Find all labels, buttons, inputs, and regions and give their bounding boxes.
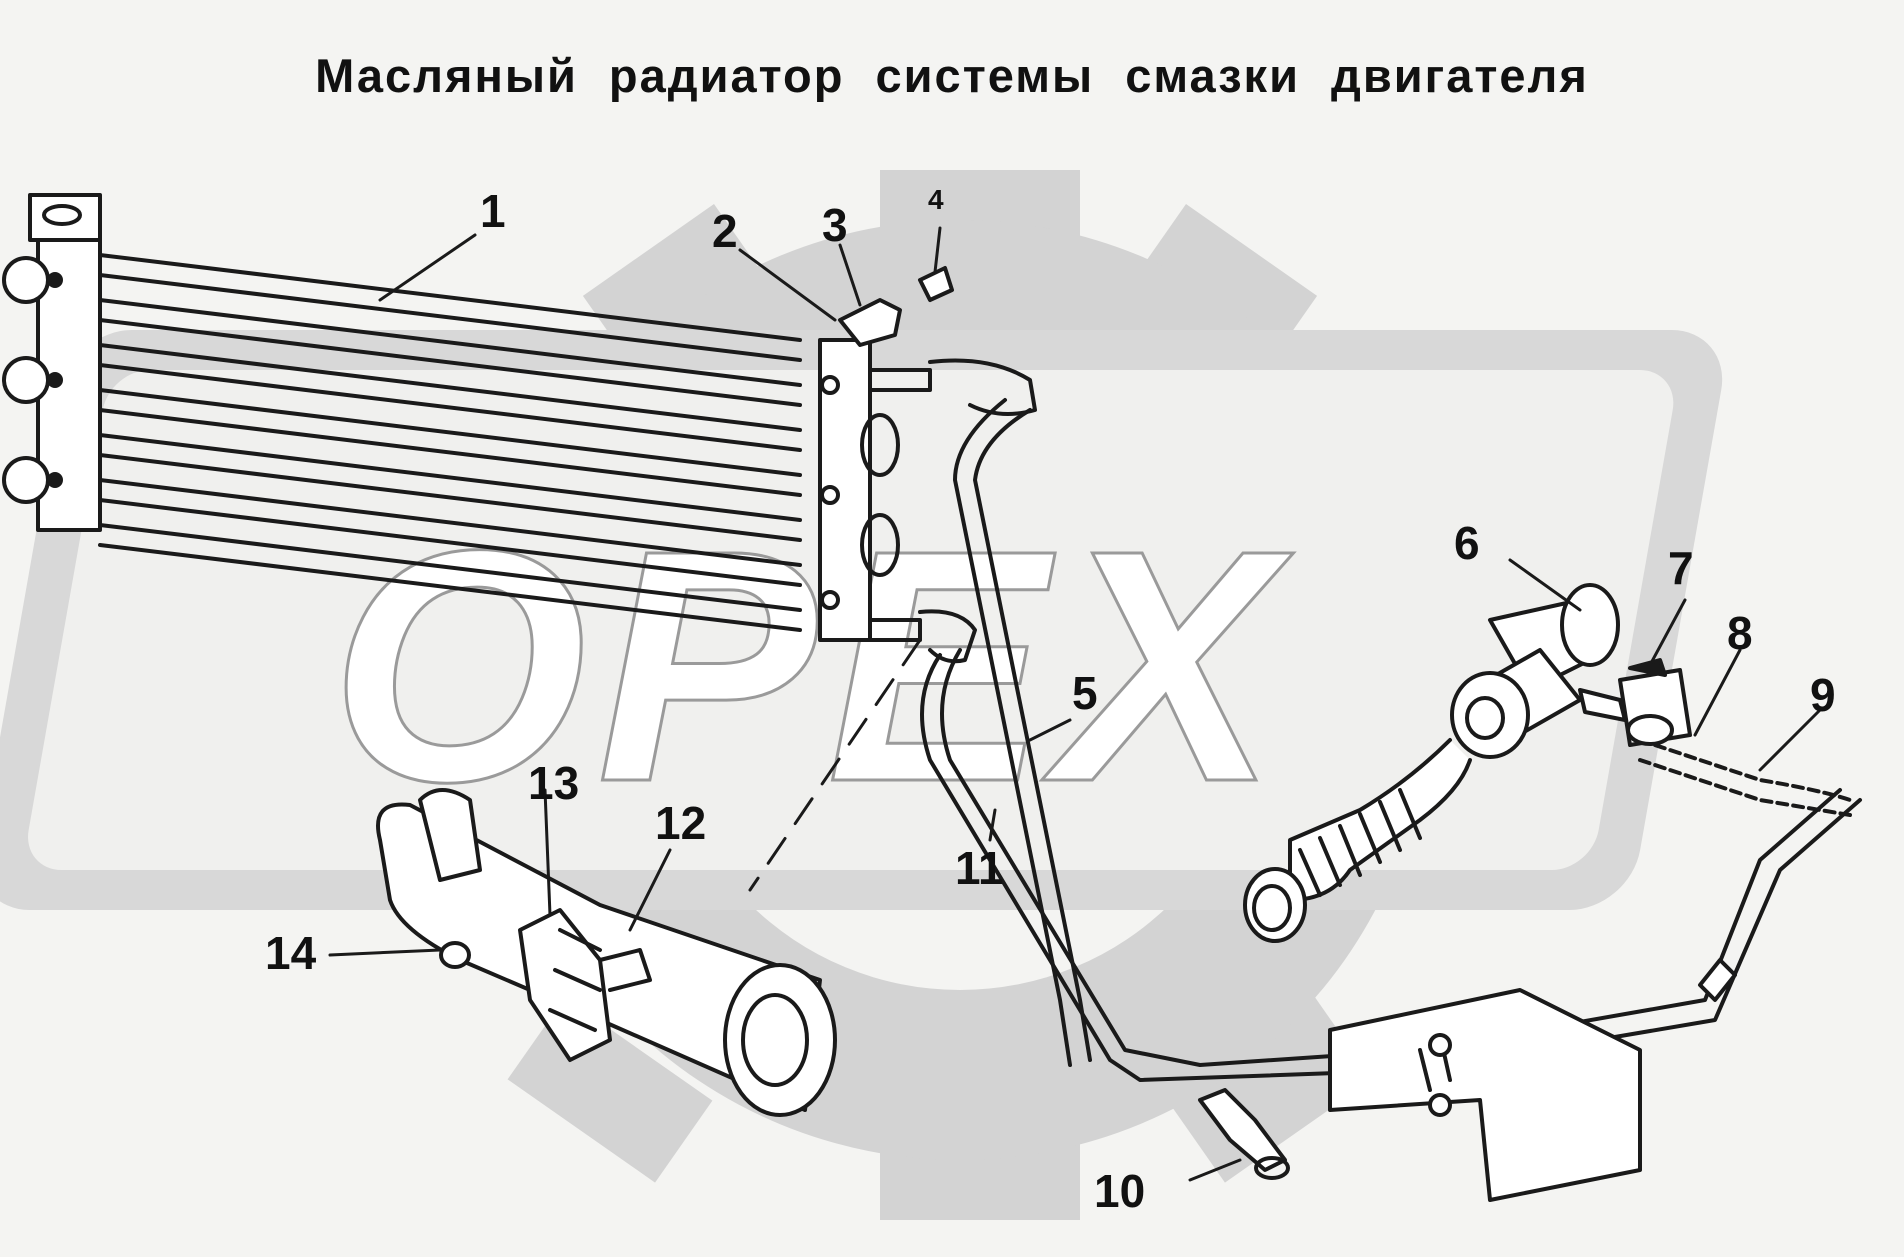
callout-9: 9 <box>1810 669 1836 721</box>
callout-2: 2 <box>712 205 738 257</box>
watermark-text: OPEX <box>330 481 1294 850</box>
mounting-bracket <box>1328 988 1642 1202</box>
callout-6: 6 <box>1454 517 1480 569</box>
bolt-part <box>918 266 954 302</box>
callout-10: 10 <box>1094 1165 1146 1217</box>
hose-coupling <box>376 788 837 1117</box>
bracket-part <box>838 298 902 347</box>
callout-12: 12 <box>655 797 707 849</box>
valve-assembly <box>1243 583 1692 943</box>
callout-1: 1 <box>480 185 506 237</box>
callout-13: 13 <box>528 757 580 809</box>
leader-lines <box>328 226 1822 1182</box>
diagram-title: Масляный радиатор системы смазки двигате… <box>315 49 1589 102</box>
radiator-core <box>2 193 900 642</box>
callout-3: 3 <box>822 199 848 251</box>
callout-7: 7 <box>1668 542 1694 594</box>
callout-4: 4 <box>928 184 944 215</box>
callout-14: 14 <box>265 927 317 979</box>
callout-11: 11 <box>955 842 1004 894</box>
callout-5: 5 <box>1072 667 1098 719</box>
callout-8: 8 <box>1727 607 1753 659</box>
